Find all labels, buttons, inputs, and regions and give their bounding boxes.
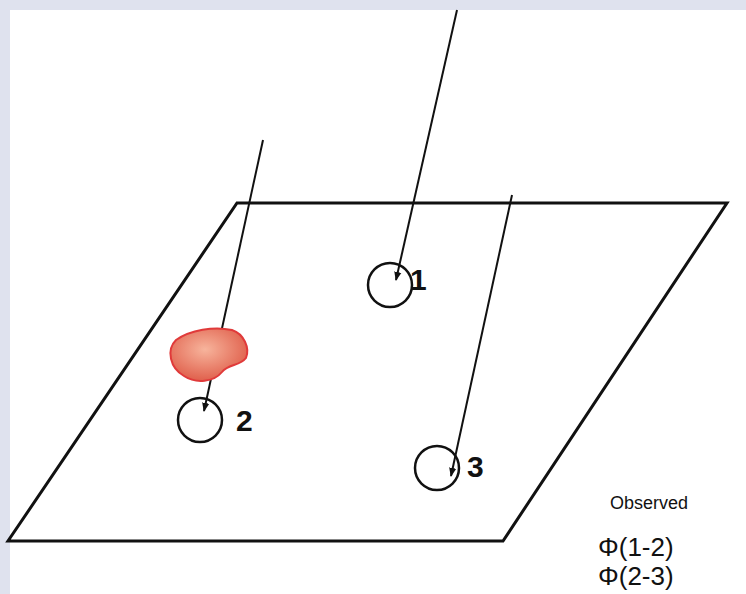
callout-number: 2 — [236, 406, 253, 436]
scatterer-blob — [170, 328, 247, 380]
callout-number: 1 — [410, 265, 427, 295]
detector-ring — [368, 263, 412, 307]
callout-number: 3 — [467, 452, 484, 482]
detector-ring — [178, 398, 222, 442]
ray-arrow — [451, 195, 512, 476]
circle-outline — [413, 444, 461, 492]
detector-circle: 3 — [413, 444, 486, 492]
phase-label: Φ(2-3) — [598, 563, 674, 589]
detector-ring — [415, 446, 459, 490]
plane-outline — [8, 203, 727, 541]
caption-text: Observed — [610, 494, 688, 512]
circle-outline — [366, 261, 414, 309]
detector-circle: 1 — [366, 261, 429, 309]
ray-arrow — [396, 10, 457, 280]
detector-circle: 2 — [176, 396, 255, 444]
circle-outline — [176, 396, 224, 444]
background — [10, 10, 746, 594]
phase-label: Φ(1-2) — [598, 534, 674, 560]
